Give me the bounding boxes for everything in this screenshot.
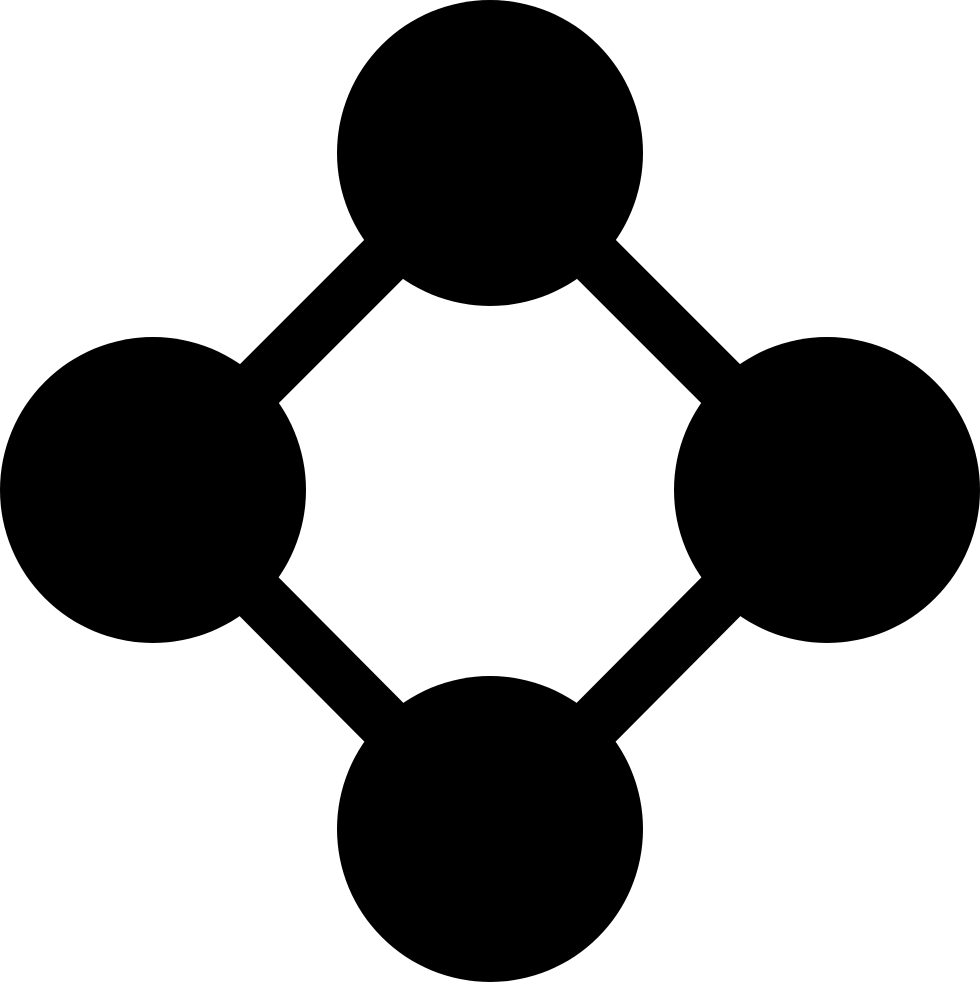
node-bottom bbox=[337, 676, 643, 982]
node-top bbox=[337, 0, 643, 306]
node-right bbox=[674, 337, 980, 643]
node-left bbox=[0, 337, 306, 643]
